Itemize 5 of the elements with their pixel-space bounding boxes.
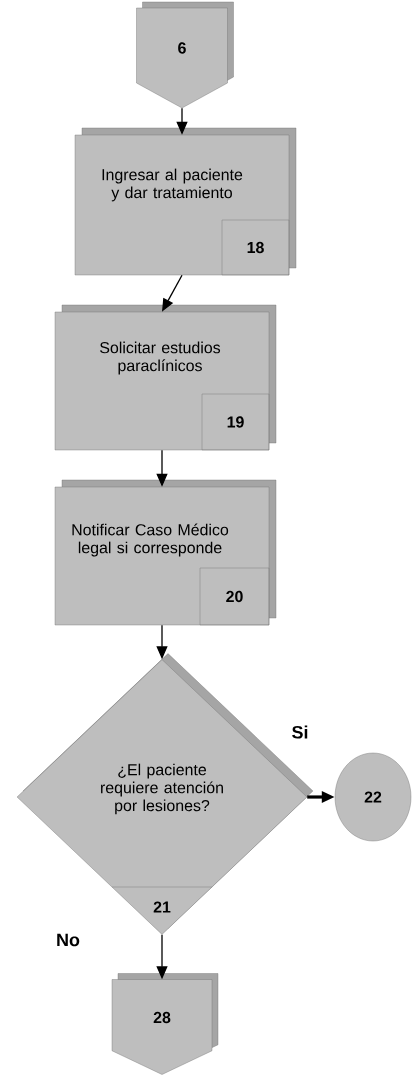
process-box: 20 Notificar Caso Médico legal si corresponde: [54, 479, 277, 626]
edge-label: Si: [292, 725, 308, 739]
process-box: 18 Ingresar al paciente y dar tratamiento: [74, 127, 297, 276]
edge-label: No: [57, 933, 80, 947]
process-box: 19 Solicitar estudios paraclínicos: [54, 304, 277, 451]
